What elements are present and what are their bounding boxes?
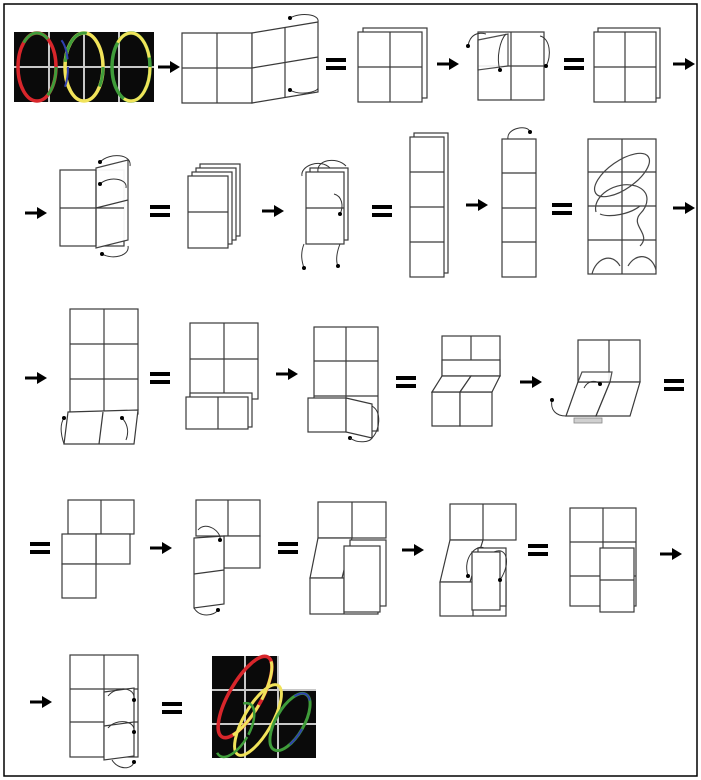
equals-4: [372, 205, 392, 217]
arrow-6: [466, 199, 488, 211]
arrow-12: [402, 544, 424, 556]
equals-8: [664, 379, 684, 391]
step-2-sheet: [358, 28, 427, 102]
arrow-10: [520, 376, 542, 388]
step-4-sheet: [594, 28, 660, 102]
step-11-sheet: [61, 309, 138, 444]
arrow-5: [262, 205, 284, 217]
step-7-stack: [302, 160, 348, 270]
arrow-8: [25, 372, 47, 384]
step-8-column: [410, 133, 448, 277]
step-17-sheet: [194, 500, 260, 615]
step-19-sheet: [440, 504, 516, 616]
arrow-3: [673, 58, 695, 70]
arrow-11: [150, 542, 172, 554]
step-3-sheet: [466, 32, 549, 100]
step-6-stack: [188, 164, 240, 248]
arrow-7: [673, 202, 695, 214]
ring-photo-result: [208, 649, 318, 763]
step-18-sheet: [310, 502, 386, 614]
arrow-1: [158, 61, 180, 73]
equals-1: [326, 58, 346, 70]
step-20-sheet: [570, 508, 636, 612]
equals-3: [150, 205, 170, 217]
arrow-4: [25, 207, 47, 219]
step-15-sheet: [550, 340, 640, 423]
step-14-sheet: [432, 336, 500, 426]
arrow-14: [30, 696, 52, 708]
equals-9: [30, 542, 50, 554]
equals-5: [552, 203, 572, 215]
step-12-sheet: [186, 323, 258, 429]
arrow-9: [276, 368, 298, 380]
equals-10: [278, 542, 298, 554]
ring-photo-start: [14, 32, 154, 102]
equals-11: [528, 544, 548, 556]
step-10-pattern: [588, 139, 656, 274]
equals-7: [396, 376, 416, 388]
step-5-sheet: [60, 156, 130, 257]
arrow-13: [660, 548, 682, 560]
arrow-2: [437, 58, 459, 70]
step-21-sheet: [70, 655, 138, 768]
equals-2: [564, 58, 584, 70]
step-13-sheet: [308, 327, 379, 442]
step-9-column: [502, 128, 536, 277]
step-1-sheet: [182, 15, 318, 103]
step-16-sheet: [62, 500, 134, 598]
equals-12: [162, 702, 182, 714]
equals-6: [150, 372, 170, 384]
